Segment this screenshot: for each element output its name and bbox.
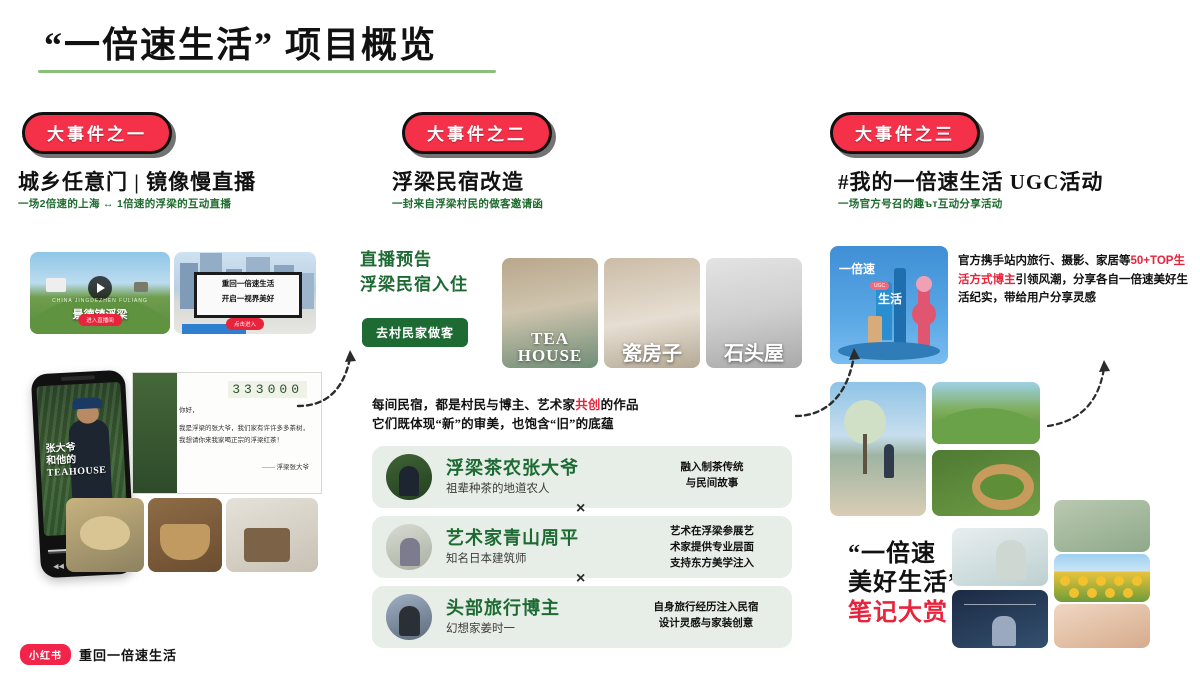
phone-notch bbox=[60, 375, 96, 382]
invitation-letter-card: 333000 你好， 我是浮梁的张大爷，我们家有许许多多茶树，我想请你来我家喝正… bbox=[132, 372, 322, 494]
letter-signature: —— 浮梁张大爷 bbox=[261, 464, 309, 471]
photo-basket bbox=[148, 498, 222, 572]
badge-event-2: 大事件之二 bbox=[402, 112, 552, 154]
rewind-icon[interactable]: ◀◀ bbox=[52, 563, 65, 571]
note-line-1: 每间民宿，都是村民与博主、艺术家共创的作品 bbox=[372, 396, 639, 415]
xiaohongshu-logo: 小红书 bbox=[20, 644, 71, 665]
partner-3-name: 头部旅行博主 bbox=[446, 598, 560, 618]
gallery-photo-lake bbox=[830, 382, 926, 516]
phone-overlay-text: 张大爷 和他的 TEAHOUSE bbox=[45, 441, 106, 480]
partner-3-desc: 自身旅行经历注入民宿 设计灵感与家装创意 bbox=[653, 601, 759, 629]
demo-house-3[interactable]: 村民李大婶的家 石头屋 bbox=[706, 258, 802, 368]
video-thumbnail-fuliang[interactable]: CHINA JINGDEZHEN FULIANG 景德镇浮梁 进入直播间 bbox=[30, 252, 170, 334]
poster-chip: UGC bbox=[870, 282, 890, 290]
flow-arrow-3 bbox=[1046, 360, 1126, 430]
poster-right-text: 生活 bbox=[878, 292, 903, 306]
note-line-2: 它们既体现“新”的审美，也饱含“旧”的底蕴 bbox=[372, 417, 614, 432]
partner-1-desc: 融入制茶传统 与民间故事 bbox=[680, 461, 744, 489]
footer-brand: 小红书 重回一倍速生活 bbox=[20, 644, 177, 665]
note-photo-3 bbox=[1054, 500, 1150, 552]
photo-hat bbox=[66, 498, 144, 572]
poster-base-shape bbox=[838, 342, 940, 360]
hut-shape bbox=[134, 282, 148, 292]
page-title: “一倍速生活” 项目概览 bbox=[44, 25, 438, 65]
note-photo-1 bbox=[952, 528, 1048, 586]
notes-title-line-2: 美好生活” bbox=[848, 570, 961, 597]
avatar-tea-farmer bbox=[386, 454, 432, 500]
badge-event-1: 大事件之一 bbox=[22, 112, 172, 154]
thumb1-chip[interactable]: 进入直播间 bbox=[78, 314, 122, 326]
gallery-photo-tea-picking bbox=[932, 450, 1040, 516]
thumb1-small-caption: CHINA JINGDEZHEN FULIANG bbox=[52, 298, 148, 304]
notes-title-line-3: 笔记大赏 bbox=[848, 599, 948, 626]
demo-house-3-overlay: 石头屋 bbox=[724, 343, 784, 365]
title-underline bbox=[38, 70, 496, 73]
partner-1-name: 浮梁茶农张大爷 bbox=[446, 458, 579, 478]
visit-villager-button[interactable]: 去村民家做客 bbox=[362, 318, 469, 347]
note-photo-5 bbox=[1054, 604, 1150, 648]
section-subtitle-3: 一场官方号召的趣ът互动分享活动 bbox=[838, 198, 1003, 210]
notes-award-title: “一倍速 美好生活” 笔记大赏 bbox=[848, 540, 961, 628]
flow-arrow-1 bbox=[296, 348, 372, 412]
letter-greeting: 你好， bbox=[179, 407, 199, 414]
poster-left-text: 一倍速 bbox=[839, 262, 876, 276]
note-highlight: 共创 bbox=[575, 398, 601, 412]
notes-title-line-1: “一倍速 bbox=[848, 541, 936, 567]
partner-row-2[interactable]: 艺术家青山周平 知名日本建筑师 艺术在浮梁参展艺 术家提供专业层面 支持东方美学… bbox=[372, 516, 792, 578]
partner-row-1[interactable]: 浮梁茶农张大爷 祖辈种茶的地道农人 融入制茶传统 与民间故事 bbox=[372, 446, 792, 508]
section-subtitle-1: 一场2倍速的上海 ↔ 1倍速的浮梁的互动直播 bbox=[18, 198, 232, 210]
billboard-line-1: 重回一倍速生活 bbox=[221, 279, 275, 288]
note-line-1-b: 的作品 bbox=[600, 398, 639, 412]
section-title-1: 城乡任意门 | 镜像慢直播 bbox=[18, 170, 257, 194]
separator-x-1: × bbox=[576, 500, 586, 517]
billboard-screen: 重回一倍速生活 开启一视界美好 bbox=[194, 272, 302, 318]
play-icon[interactable] bbox=[88, 276, 112, 301]
note-photo-2 bbox=[952, 590, 1048, 648]
thumb2-chip[interactable]: 点击进入 bbox=[225, 318, 265, 330]
gallery-photo-tea-hill bbox=[932, 382, 1040, 444]
letter-body: 你好， 我是浮梁的张大爷，我们家有许许多多茶树，我想请你来我家喝正宗的浮梁红茶！ bbox=[179, 405, 311, 447]
ugc-desc-highlight-2: 博主 bbox=[992, 273, 1016, 286]
separator-x-2: × bbox=[576, 570, 586, 587]
video-thumbnail-billboard[interactable]: 重回一倍速生活 开启一视界美好 点击进入 bbox=[174, 252, 316, 334]
demo-house-1[interactable]: 茶农张大爷的家 DEMO #1 TEA HOUSE bbox=[502, 258, 598, 368]
badge-event-3: 大事件之三 bbox=[830, 112, 980, 154]
ugc-poster[interactable]: 一倍速 UGC 生活 bbox=[830, 246, 948, 364]
note-line-1-a: 每间民宿，都是村民与博主、艺术家 bbox=[372, 398, 576, 412]
demo-house-2[interactable]: 村民王阿姨的家 DEMO #2 瓷房子 bbox=[604, 258, 700, 368]
demo-house-1-overlay: TEA HOUSE bbox=[517, 329, 583, 365]
note-photo-sunflowers bbox=[1054, 554, 1150, 602]
ugc-desc-part-3: 引领风潮，分享各自一倍速美好生活纪实，带给用户分享灵感 bbox=[958, 273, 1188, 305]
billboard-shape bbox=[46, 278, 66, 292]
section-subtitle-2: 一封来自浮梁村民的做客邀请函 bbox=[392, 198, 544, 210]
live-headline-line-1: 直播预告 bbox=[360, 250, 432, 269]
flow-arrow-2 bbox=[792, 346, 876, 420]
avatar-architect bbox=[386, 524, 432, 570]
section-title-3: #我的一倍速生活 UGC活动 bbox=[838, 170, 1104, 194]
demo-house-2-overlay: 瓷房子 bbox=[622, 343, 682, 365]
live-preview-headline: 直播预告 浮梁民宿入住 bbox=[360, 248, 468, 297]
partner-3-role: 幻想家姜时一 bbox=[446, 623, 515, 635]
ugc-desc-highlight-1: 50+TOP生活方式 bbox=[958, 255, 1185, 286]
co-creation-note: 每间民宿，都是村民与博主、艺术家共创的作品 它们既体现“新”的审美，也饱含“旧”… bbox=[372, 396, 639, 435]
avatar-travel-blogger bbox=[386, 594, 432, 640]
section-title-2: 浮梁民宿改造 bbox=[392, 170, 524, 194]
billboard-line-2: 开启一视界美好 bbox=[221, 293, 275, 303]
pearl-tower-shape bbox=[912, 276, 936, 350]
ugc-description: 官方携手站内旅行、摄影、家居等50+TOP生活方式博主引领风潮，分享各自一倍速美… bbox=[958, 252, 1196, 308]
blue-banner-shape bbox=[182, 324, 246, 334]
partner-row-3[interactable]: 头部旅行博主 幻想家姜时一 自身旅行经历注入民宿 设计灵感与家装创意 bbox=[372, 586, 792, 648]
partner-2-desc: 艺术在浮梁参展艺 术家提供专业层面 支持东方美学注入 bbox=[670, 525, 754, 569]
letter-photo-strip bbox=[133, 373, 177, 493]
letter-postcode: 333000 bbox=[228, 381, 307, 398]
partner-2-name: 艺术家青山周平 bbox=[446, 528, 579, 548]
partner-2-role: 知名日本建筑师 bbox=[446, 553, 527, 565]
ugc-desc-part-1: 官方携手站内旅行、摄影、家居等 bbox=[958, 255, 1131, 267]
letter-text: 我是浮梁的张大爷，我们家有许许多多茶树，我想请你来我家喝正宗的浮梁红茶！ bbox=[179, 425, 309, 445]
photo-interior bbox=[226, 498, 318, 572]
footer-tagline: 重回一倍速生活 bbox=[79, 648, 178, 663]
live-headline-line-2: 浮梁民宿入住 bbox=[360, 274, 468, 294]
partner-1-role: 祖辈种茶的地道农人 bbox=[446, 483, 550, 495]
